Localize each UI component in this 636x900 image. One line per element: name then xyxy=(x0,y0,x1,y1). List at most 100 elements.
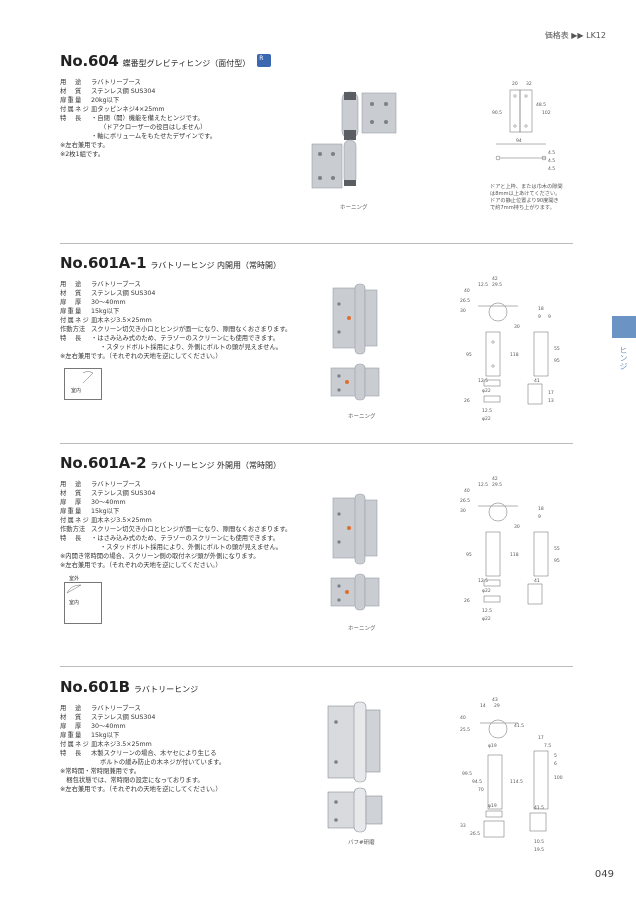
svg-text:4.5: 4.5 xyxy=(548,166,555,172)
category-tab[interactable] xyxy=(612,316,636,338)
svg-text:41.5: 41.5 xyxy=(534,805,544,811)
installation-note: ドアと上枠、または巾木の隙間 は8mm以上あけてください。 ドアの静止位置より9… xyxy=(490,184,563,211)
svg-text:6: 6 xyxy=(554,761,557,767)
product-name: 蝶番型グレビティヒンジ（面付型） xyxy=(122,59,251,68)
svg-text:26.5: 26.5 xyxy=(470,831,480,837)
technical-drawing-no604: 20 32 90.5 48.5 102 94 4.5 4.5 4.5 xyxy=(492,81,555,172)
svg-text:5: 5 xyxy=(554,753,557,759)
section-divider xyxy=(60,666,573,667)
svg-text:40: 40 xyxy=(464,488,470,494)
svg-text:19.5: 19.5 xyxy=(534,847,544,853)
svg-text:118: 118 xyxy=(510,552,519,558)
svg-text:10.5: 10.5 xyxy=(534,839,544,845)
svg-text:φ19: φ19 xyxy=(488,743,497,749)
technical-drawing-no601a-2: 42 12.5 29.5 26.5 30 40 18 9 30 95 118 5… xyxy=(460,476,560,622)
product-photo-no601b xyxy=(327,701,383,833)
svg-text:33: 33 xyxy=(460,823,466,829)
section-divider xyxy=(60,243,573,244)
svg-text:φ22: φ22 xyxy=(482,588,491,594)
product-name: ラバトリーヒンジ 内開用（常時開） xyxy=(150,261,282,270)
product-title: No.604 蝶番型グレビティヒンジ（面付型） R xyxy=(60,52,580,70)
svg-text:29.5: 29.5 xyxy=(492,482,502,488)
svg-text:90.5: 90.5 xyxy=(492,110,502,116)
finish-label: ホーニング xyxy=(340,205,368,211)
upper-leaf xyxy=(361,92,397,134)
svg-text:9: 9 xyxy=(548,314,551,320)
finish-label: ホーニング xyxy=(348,626,376,632)
product-no604: No.604 蝶番型グレビティヒンジ（面付型） R 用 途ラバトリーブース 材 … xyxy=(60,52,580,159)
svg-text:26.5: 26.5 xyxy=(460,498,470,504)
svg-text:30: 30 xyxy=(514,324,520,330)
section-divider xyxy=(60,443,573,444)
svg-text:30: 30 xyxy=(460,308,466,314)
product-photo-no604 xyxy=(311,91,397,189)
svg-text:φ22: φ22 xyxy=(482,416,491,422)
product-name: ラバトリーヒンジ xyxy=(133,685,199,694)
svg-text:32: 32 xyxy=(526,81,532,87)
product-title: No.601A-1 ラバトリーヒンジ 内開用（常時開） xyxy=(60,254,580,272)
svg-text:26: 26 xyxy=(464,398,470,404)
product-no601a-1: No.601A-1 ラバトリーヒンジ 内開用（常時開） 用 途ラバトリーブース … xyxy=(60,254,580,361)
svg-text:26.5: 26.5 xyxy=(460,298,470,304)
svg-text:φ19: φ19 xyxy=(488,803,497,809)
svg-text:41: 41 xyxy=(534,378,540,384)
svg-text:43: 43 xyxy=(492,697,498,703)
door-swing-diagram: 室内 xyxy=(64,368,102,400)
svg-text:12.5: 12.5 xyxy=(482,408,492,414)
lower-leaf xyxy=(311,143,343,189)
svg-text:40: 40 xyxy=(464,288,470,294)
price-list-reference: 価格表 ▶▶ LK12 xyxy=(544,31,606,40)
svg-text:118: 118 xyxy=(510,352,519,358)
svg-text:12.5: 12.5 xyxy=(478,378,488,384)
product-photo-no601a-2 xyxy=(330,493,380,611)
product-title: No.601B ラバトリーヒンジ xyxy=(60,678,580,696)
svg-text:40: 40 xyxy=(460,715,466,721)
svg-text:41: 41 xyxy=(534,578,540,584)
svg-text:7.5: 7.5 xyxy=(544,743,551,749)
product-photo-no601a-1 xyxy=(330,283,380,401)
svg-text:30: 30 xyxy=(460,508,466,514)
finish-label: ホーニング xyxy=(348,414,376,420)
product-name: ラバトリーヒンジ 外開用（常時閉） xyxy=(150,461,282,470)
svg-text:94.5: 94.5 xyxy=(472,779,482,785)
svg-text:20: 20 xyxy=(512,81,518,87)
svg-text:14: 14 xyxy=(480,703,486,709)
svg-text:φ22: φ22 xyxy=(482,388,491,394)
svg-text:95: 95 xyxy=(554,358,560,364)
svg-text:102: 102 xyxy=(542,110,551,116)
svg-text:12.5: 12.5 xyxy=(478,482,488,488)
svg-text:29: 29 xyxy=(494,703,500,709)
svg-text:95: 95 xyxy=(466,552,472,558)
technical-drawing-no601b: 43 14 29 25.5 40 41.5 φ19 17 7.5 99.5 94… xyxy=(460,697,563,853)
svg-text:17: 17 xyxy=(548,390,554,396)
svg-text:18: 18 xyxy=(538,506,544,512)
svg-text:9: 9 xyxy=(538,514,541,520)
svg-text:4.5: 4.5 xyxy=(548,150,555,156)
product-title: No.601A-2 ラバトリーヒンジ 外開用（常時閉） xyxy=(60,454,580,472)
svg-text:99.5: 99.5 xyxy=(462,771,472,777)
svg-text:95: 95 xyxy=(466,352,472,358)
product-number: No.601B xyxy=(60,678,130,696)
svg-text:41.5: 41.5 xyxy=(514,723,524,729)
product-no601b: No.601B ラバトリーヒンジ 用 途ラバトリーブース 材 質ステンレス鋼 S… xyxy=(60,678,580,794)
svg-text:φ22: φ22 xyxy=(482,616,491,622)
product-no601a-2: No.601A-2 ラバトリーヒンジ 外開用（常時閉） 用 途ラバトリーブース … xyxy=(60,454,580,570)
svg-text:13: 13 xyxy=(548,398,554,404)
page-number: 049 xyxy=(594,869,614,880)
svg-text:18: 18 xyxy=(538,306,544,312)
svg-text:95: 95 xyxy=(554,558,560,564)
svg-text:4.5: 4.5 xyxy=(548,158,555,164)
svg-text:42: 42 xyxy=(492,276,498,282)
product-number: No.601A-2 xyxy=(60,454,147,472)
svg-text:55: 55 xyxy=(554,346,560,352)
svg-text:42: 42 xyxy=(492,476,498,482)
svg-text:29.5: 29.5 xyxy=(492,282,502,288)
svg-text:48.5: 48.5 xyxy=(536,102,546,108)
svg-text:55: 55 xyxy=(554,546,560,552)
svg-text:30: 30 xyxy=(514,524,520,530)
svg-text:12.5: 12.5 xyxy=(482,608,492,614)
